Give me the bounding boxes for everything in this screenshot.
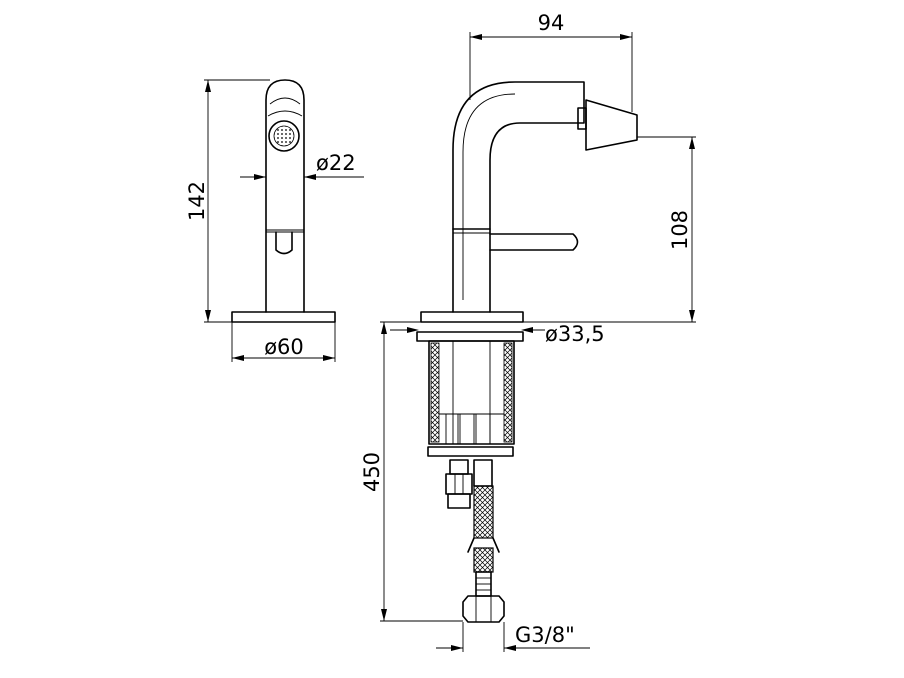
dim-label-g3-8: G3/8" bbox=[515, 623, 575, 647]
dim-label-142: 142 bbox=[185, 181, 209, 221]
front-base-plate bbox=[231, 311, 336, 323]
dim-label-o33-5: ø33,5 bbox=[545, 322, 605, 346]
side-view: 94 108 ø33,5 bbox=[360, 11, 696, 652]
fixing-nut-plate bbox=[427, 446, 514, 457]
fixing-sleeve bbox=[428, 340, 515, 445]
hose-hex-nut bbox=[462, 595, 505, 623]
aerator-mesh-icon bbox=[273, 125, 295, 147]
flexible-hose-upper bbox=[473, 485, 494, 539]
dim-label-o60: ø60 bbox=[264, 335, 304, 359]
front-view: 142 ø22 ø60 bbox=[185, 79, 364, 362]
front-top-arc bbox=[269, 97, 301, 105]
spray-head bbox=[585, 99, 638, 151]
left-hose-fitting bbox=[445, 473, 473, 495]
front-aerator-ring bbox=[268, 120, 300, 152]
side-base-plate bbox=[420, 311, 524, 323]
fixing-washer bbox=[416, 331, 524, 342]
side-spout-body bbox=[452, 81, 585, 313]
dim-label-o22: ø22 bbox=[316, 151, 356, 175]
dim-label-108: 108 bbox=[668, 210, 692, 250]
front-body bbox=[265, 79, 305, 313]
front-top-arc-2 bbox=[267, 110, 303, 117]
flexible-hose-lower bbox=[473, 547, 494, 573]
dim-label-450: 450 bbox=[360, 452, 384, 492]
front-lever-knob bbox=[275, 231, 293, 255]
side-lever bbox=[489, 233, 579, 251]
dim-label-94: 94 bbox=[538, 11, 565, 35]
